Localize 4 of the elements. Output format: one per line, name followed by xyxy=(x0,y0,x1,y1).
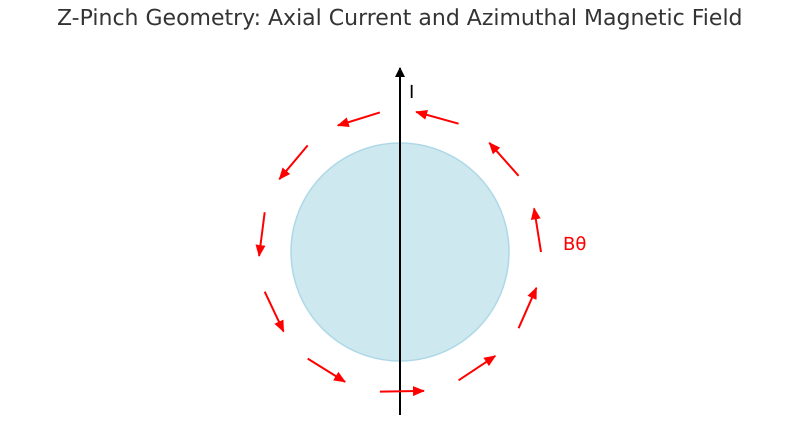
field-label: Bθ xyxy=(563,236,586,254)
plasma-column xyxy=(290,142,510,362)
diagram-title: Z-Pinch Geometry: Axial Current and Azimuthal Magnetic Field xyxy=(57,8,743,30)
current-label: I xyxy=(409,84,414,102)
